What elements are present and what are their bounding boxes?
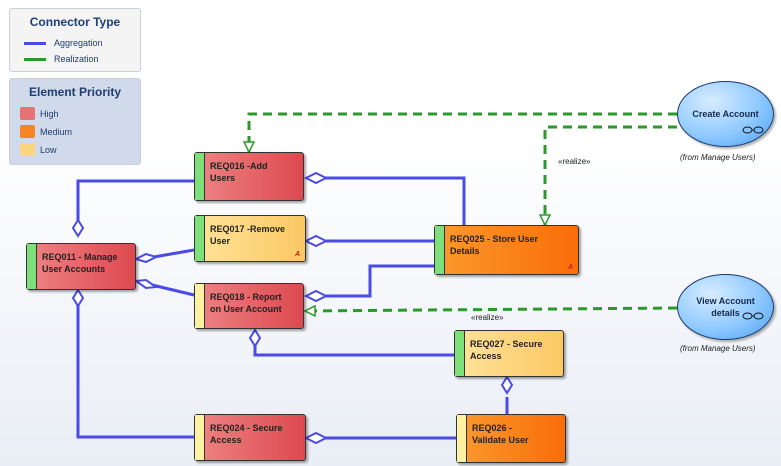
realization-connectors (249, 112, 678, 311)
realize-create-account-req016[interactable] (249, 112, 677, 152)
req026-node[interactable]: REQ026 - Validate User (456, 414, 566, 463)
req018-node[interactable]: REQ018 - Report on User Account (194, 283, 304, 329)
realize-stereotype-2: «realize» (471, 313, 504, 322)
realization-swatch (24, 58, 46, 61)
connector-req018-req025[interactable] (318, 264, 434, 298)
view-account-from: (from Manage Users) (680, 344, 756, 353)
req011-status-bar (27, 244, 37, 289)
legend-medium-label: Medium (40, 127, 73, 137)
legend-low-label: Low (40, 145, 57, 155)
composite-icon (742, 126, 764, 134)
connector-req016-req025[interactable] (318, 176, 466, 226)
req027-label: REQ027 - Secure Access (470, 339, 543, 361)
req017-status-bar (195, 216, 205, 261)
req017-marker: A (294, 251, 300, 258)
req017-node[interactable]: REQ017 -Remove User A (194, 215, 306, 262)
req025-marker: A (567, 264, 573, 271)
aggregation-connectors (76, 176, 509, 440)
diamond-req011-right-lower (133, 278, 159, 290)
diamond-req011-right-upper (133, 252, 159, 264)
diamond-req017-right (303, 234, 329, 248)
legend-connector-title: Connector Type (29, 15, 121, 29)
diamond-req027-bottom (500, 375, 514, 395)
req025-status-bar (435, 226, 445, 274)
req011-label: REQ011 - Manage User Accounts (42, 252, 118, 274)
connector-req011-req016[interactable] (76, 179, 194, 232)
high-swatch (20, 107, 35, 120)
create-account-usecase[interactable]: Create Account (677, 81, 774, 147)
medium-swatch (20, 125, 35, 138)
legend-connector-type: Connector Type Aggregation Realization (9, 8, 141, 72)
req018-status-bar (195, 284, 205, 328)
req026-status-bar (457, 415, 467, 462)
realize-stereotype-1: «realize» (558, 157, 591, 166)
diamond-req011-bottom (71, 288, 85, 308)
req016-status-bar (195, 153, 205, 200)
aggregation-swatch (24, 42, 46, 45)
legend-realization-label: Realization (54, 54, 99, 64)
diamond-req018-right (303, 289, 329, 303)
aggregation-diamonds (71, 171, 514, 445)
req024-label: REQ024 - Secure Access (210, 423, 283, 445)
create-account-label: Create Account (692, 109, 759, 119)
req017-label: REQ017 -Remove User (210, 224, 286, 246)
req024-node[interactable]: REQ024 - Secure Access (194, 414, 306, 461)
legend-aggregation-label: Aggregation (54, 38, 103, 48)
req025-node[interactable]: REQ025 - Store User Details A (434, 225, 579, 275)
view-account-usecase[interactable]: View Account details (677, 274, 774, 340)
req027-status-bar (455, 331, 465, 376)
req024-status-bar (195, 415, 205, 460)
diamond-req011-top (71, 218, 85, 238)
req027-node[interactable]: REQ027 - Secure Access (454, 330, 564, 377)
req026-label: REQ026 - Validate User (472, 423, 529, 445)
req018-label: REQ018 - Report on User Account (210, 292, 282, 314)
connector-req011-req024[interactable] (76, 304, 194, 439)
legend-high-label: High (40, 109, 59, 119)
req011-node[interactable]: REQ011 - Manage User Accounts (26, 243, 136, 290)
req016-node[interactable]: REQ016 -Add Users (194, 152, 304, 201)
composite-icon (742, 312, 764, 320)
create-account-from: (from Manage Users) (680, 153, 756, 162)
diamond-req016-right (303, 171, 329, 185)
req016-label: REQ016 -Add Users (210, 161, 268, 183)
realize-view-account-req018[interactable] (305, 308, 678, 311)
diamond-req018-bottom (248, 328, 262, 348)
view-account-label: View Account details (696, 296, 755, 318)
legend-element-priority: Element Priority High Medium Low (9, 78, 141, 165)
realize-create-account-req025[interactable] (545, 125, 677, 225)
req025-label: REQ025 - Store User Details (450, 234, 539, 256)
low-swatch (20, 143, 35, 156)
diamond-req024-right (303, 431, 329, 445)
connector-req018-req027[interactable] (253, 344, 454, 357)
legend-priority-title: Element Priority (28, 85, 122, 99)
